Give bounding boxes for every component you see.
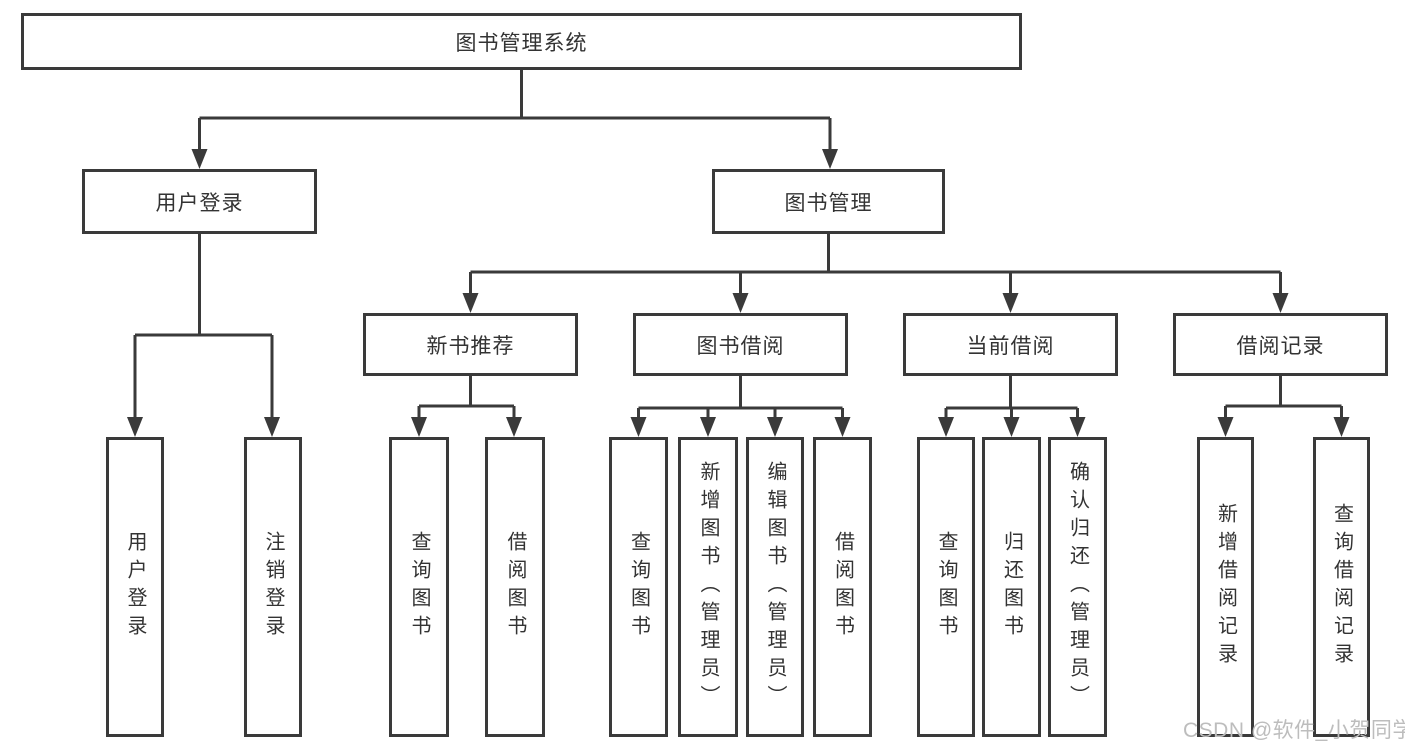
arrowhead [264, 417, 280, 437]
leaf-user-login: 用户登录 [106, 437, 164, 737]
arrowhead [411, 417, 427, 437]
connector-root-to-level2 [191, 70, 838, 169]
connector-user-login-to-leaves [127, 234, 280, 437]
leaf-current-return-books: 归还图书 [982, 437, 1041, 737]
arrowhead [1002, 293, 1019, 313]
arrowhead [1272, 293, 1289, 313]
leaf-logout-login: 注销登录 [244, 437, 302, 737]
arrowhead [506, 417, 522, 437]
arrowhead [1069, 417, 1086, 437]
node-library-system: 图书管理系统 [21, 13, 1022, 70]
arrowhead [191, 149, 208, 169]
node-book-borrow: 图书借阅 [633, 313, 848, 376]
arrowhead [1333, 417, 1350, 437]
leaf-borrow-add-books-admin: 新增图书（管理员） [678, 437, 738, 737]
arrowhead [767, 417, 783, 437]
arrowhead [1003, 417, 1020, 437]
arrowhead [700, 417, 716, 437]
connector-borrow-record-to-leaves [1217, 376, 1350, 437]
leaf-current-query-books: 查询图书 [917, 437, 975, 737]
connector-book-borrow-to-leaves [630, 376, 851, 437]
node-book-management: 图书管理 [712, 169, 945, 234]
arrowhead [834, 417, 851, 437]
leaf-record-add-borrow-record: 新增借阅记录 [1197, 437, 1254, 737]
node-current-borrow: 当前借阅 [903, 313, 1118, 376]
node-new-book-recommend: 新书推荐 [363, 313, 578, 376]
csdn-watermark: CSDN @软件_小贺同学 [1183, 719, 1405, 742]
arrowhead [127, 417, 143, 437]
connector-current-borrow-to-leaves [938, 376, 1086, 437]
arrowhead [462, 293, 479, 313]
node-user-login: 用户登录 [82, 169, 317, 234]
arrowhead [1217, 417, 1234, 437]
leaf-borrow-edit-books-admin: 编辑图书（管理员） [746, 437, 804, 737]
leaf-record-query-borrow-record: 查询借阅记录 [1313, 437, 1370, 737]
leaf-newbook-borrow-books: 借阅图书 [485, 437, 545, 737]
arrowhead [630, 417, 647, 437]
arrowhead [732, 293, 749, 313]
connector-new-book-to-leaves [411, 376, 522, 437]
leaf-borrow-query-books: 查询图书 [609, 437, 668, 737]
arrowhead [938, 417, 954, 437]
arrowhead [822, 149, 838, 169]
connector-book-management-to-level3 [462, 234, 1289, 313]
leaf-newbook-query-books: 查询图书 [389, 437, 449, 737]
node-borrow-record: 借阅记录 [1173, 313, 1388, 376]
leaf-current-confirm-return-admin: 确认归还（管理员） [1048, 437, 1107, 737]
leaf-borrow-borrow-books: 借阅图书 [813, 437, 872, 737]
